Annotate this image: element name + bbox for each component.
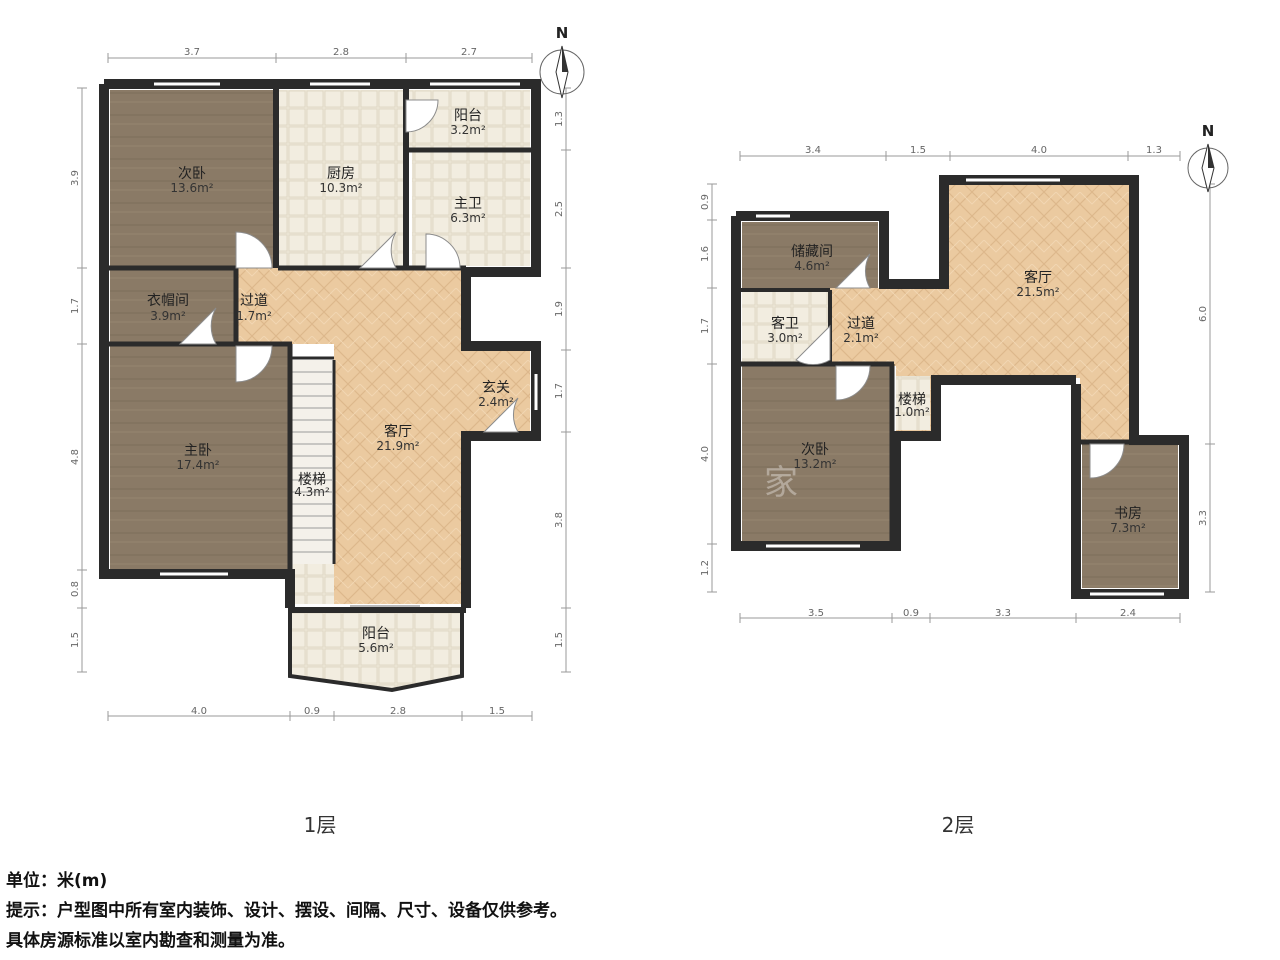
floor1-dim-bottom-2: 0.9	[304, 706, 320, 717]
floor2-label: 2层	[942, 813, 975, 837]
floor2-keting-name: 客厅	[1024, 269, 1052, 286]
floor2-shufang-area: 7.3m²	[1110, 521, 1146, 535]
floor2-chucangjian-name: 储藏间	[791, 244, 833, 260]
floor1-dim-right-4: 1.7	[554, 383, 565, 399]
floor2-compass-north: N	[1202, 122, 1215, 140]
hint-note: 提示：户型图中所有室内装饰、设计、摆设、间隔、尺寸、设备仅供参考。	[6, 901, 567, 921]
floor1-guodao-name: 过道	[240, 293, 268, 309]
floor2-ciwo-fill	[742, 366, 892, 542]
floor2-dim-bottom-2: 0.9	[903, 608, 919, 619]
unit-note: 单位：米(m)	[6, 871, 108, 891]
standard-note: 具体房源标准以室内勘查和测量为准。	[6, 931, 295, 951]
floor1-xuanguan-name: 玄关	[482, 379, 510, 396]
floor1-zhuwo-fill	[110, 344, 290, 570]
floor2-keting-area: 21.5m²	[1016, 285, 1059, 299]
floor1-dim-top-3: 2.7	[461, 47, 477, 58]
floor2-dim-left-3: 1.7	[700, 318, 711, 334]
floor1-dim-top-1: 3.7	[184, 47, 200, 58]
floor1-compass-north: N	[556, 24, 569, 42]
floor1-keting-area: 21.9m²	[376, 439, 419, 453]
floor1-dim-right-2: 2.5	[554, 201, 565, 217]
floor2-kewei-area: 3.0m²	[767, 331, 803, 345]
floor1-louti-base	[292, 564, 334, 604]
floor1-dim-left-5: 1.5	[70, 632, 81, 648]
floor2-dim-right-2: 3.3	[1198, 510, 1209, 526]
floor1-louti-area: 4.3m²	[294, 485, 330, 499]
floor1-xuanguan-area: 2.4m²	[478, 395, 514, 409]
floor1-dim-bottom-1: 4.0	[191, 706, 207, 717]
floor1-guodao-area: 1.7m²	[236, 309, 272, 323]
floor1-dim-left-3: 4.8	[70, 449, 81, 465]
floor1-dim-right-3: 1.9	[554, 301, 565, 317]
floor1-louti-name: 楼梯	[298, 472, 326, 488]
floor1-dim-left-2: 1.7	[70, 298, 81, 314]
floor1-compass-icon	[539, 45, 585, 99]
floor2-dim-left-5: 1.2	[700, 560, 711, 576]
floor2-dim-bottom-3: 3.3	[995, 608, 1011, 619]
floor1-dim-left-4: 0.8	[70, 581, 81, 597]
floor1-dim-right-6: 1.5	[554, 632, 565, 648]
floor2-shufang-name: 书房	[1114, 506, 1142, 522]
floor2-dim-bottom-4: 2.4	[1120, 608, 1136, 619]
floor1-zhuwo-area: 17.4m²	[176, 458, 219, 472]
floor1-chufang-area: 10.3m²	[319, 181, 362, 195]
floor1-stair-treads	[292, 371, 332, 553]
floor2-kewei-name: 客卫	[771, 315, 799, 332]
floor2-plan: 家 储藏间 4.6m² 客厅 21.5m² 客卫 3.0m² 过道 2.1m² …	[700, 122, 1229, 837]
floor2-doors	[795, 253, 1125, 479]
floor1-keting-fill	[234, 268, 530, 604]
floor2-dim-left-4: 4.0	[700, 446, 711, 462]
floor2-louti-area: 1.0m²	[894, 405, 930, 419]
floor2-chucangjian-area: 4.6m²	[794, 259, 830, 273]
floor1-dim-right-5: 3.8	[554, 512, 565, 528]
floor1-dim-bottom-3: 2.8	[390, 706, 406, 717]
floor2-louti-fill	[896, 376, 930, 430]
floor1-zhuwei-name: 主卫	[454, 196, 482, 212]
floor1-yangtai-bottom-area: 5.6m²	[358, 641, 394, 655]
floor1-yangtai-bottom-fill	[292, 608, 462, 690]
floor2-compass-icon	[1187, 143, 1229, 193]
floor1-yimaojian-name: 衣帽间	[147, 293, 189, 309]
floor1-yangtai-top-name: 阳台	[454, 108, 482, 124]
floor1-ciwo-area: 13.6m²	[170, 181, 213, 195]
floor1-doors	[178, 99, 519, 433]
floor2-dim-top-2: 1.5	[910, 145, 926, 156]
floor2-windows	[756, 178, 1164, 596]
floor2-dim-left-2: 1.6	[700, 246, 711, 262]
notes-block: 单位：米(m) 提示：户型图中所有室内装饰、设计、摆设、间隔、尺寸、设备仅供参考…	[6, 866, 567, 956]
floor2-guodao-area: 2.1m²	[843, 331, 879, 345]
floor2-guodao-name: 过道	[847, 316, 875, 332]
floor1-dim-left-1: 3.9	[70, 170, 81, 186]
floor2-louti-name: 楼梯	[898, 392, 926, 408]
floor1-louti-fill	[292, 360, 332, 564]
floor1-windows	[154, 82, 538, 576]
floor2-dim-bottom-1: 3.5	[808, 608, 824, 619]
floor1-dimension-lines	[77, 53, 571, 721]
floor2-dim-top-3: 4.0	[1031, 145, 1047, 156]
floor1-chufang-fill	[278, 90, 406, 266]
floor2-dim-top-4: 1.3	[1146, 145, 1162, 156]
floor1-chufang-name: 厨房	[327, 166, 355, 182]
floor2-dimension-lines	[707, 151, 1215, 623]
floor2-ciwo-area: 13.2m²	[793, 457, 836, 471]
floor1-keting-name: 客厅	[384, 423, 412, 440]
floor1-ciwo-name: 次卧	[178, 166, 206, 182]
floor2-dim-top-1: 3.4	[805, 145, 821, 156]
floor1-yimaojian-fill	[110, 268, 234, 344]
floor1-zhuwo-name: 主卧	[184, 443, 212, 459]
floor2-watermark: 家	[764, 463, 798, 503]
floor1-zhuwei-area: 6.3m²	[450, 211, 486, 225]
floor2-dim-left-1: 0.9	[700, 194, 711, 210]
floor2-dim-right-1: 6.0	[1198, 306, 1209, 322]
floor2-ciwo-name: 次卧	[801, 442, 829, 458]
floor1-dim-right-1: 1.3	[554, 111, 565, 127]
floor1-plan: 次卧 13.6m² 厨房 10.3m² 阳台 3.2m² 主卫 6.3m² 衣帽…	[70, 24, 585, 837]
floor1-label: 1层	[304, 813, 337, 837]
floor1-dim-top-2: 2.8	[333, 47, 349, 58]
floor1-yangtai-top-area: 3.2m²	[450, 123, 486, 137]
floor1-yimaojian-area: 3.9m²	[150, 309, 186, 323]
floor1-dim-bottom-4: 1.5	[489, 706, 505, 717]
floor1-yangtai-bottom-name: 阳台	[362, 626, 390, 642]
